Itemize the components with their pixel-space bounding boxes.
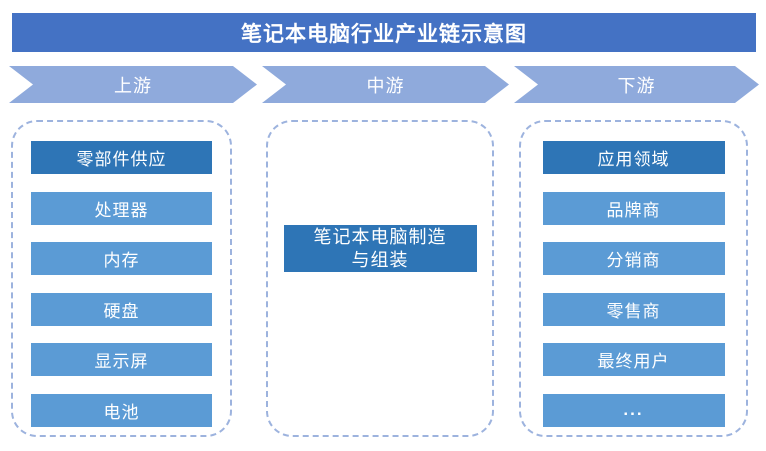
item-memory: 内存 — [31, 242, 212, 275]
midstream-panel: 笔记本电脑制造与组装 — [266, 120, 494, 437]
item-brand-vendor: 品牌商 — [542, 191, 725, 225]
item-processor: 处理器 — [31, 191, 212, 225]
item-retailer: 零售商 — [542, 292, 725, 326]
downstream-panel: 应用领域 品牌商 分销商 零售商 最终用户 ... — [519, 120, 748, 437]
item-end-user: 最终用户 — [542, 343, 725, 376]
stage-header-upstream-label: 上游 — [114, 75, 152, 96]
item-distributor: 分销商 — [542, 242, 725, 275]
stage-header-midstream-label: 中游 — [366, 75, 405, 96]
stage-header-downstream-label: 下游 — [617, 75, 656, 96]
item-battery: 电池 — [31, 393, 212, 427]
item-component-supply: 零部件供应 — [31, 141, 212, 174]
item-laptop-manufacturing-assembly: 笔记本电脑制造与组装 — [283, 225, 477, 272]
item-more-ellipsis: ... — [542, 393, 725, 427]
upstream-panel: 零部件供应 处理器 内存 硬盘 显示屏 电池 — [11, 120, 232, 437]
stage-header-midstream: 中游 — [262, 66, 509, 103]
item-application-field: 应用领域 — [542, 141, 725, 174]
item-hard-drive: 硬盘 — [31, 292, 212, 326]
stage-header-downstream: 下游 — [514, 66, 759, 103]
stage-header-upstream: 上游 — [9, 66, 257, 103]
diagram-title: 笔记本电脑行业产业链示意图 — [12, 13, 756, 52]
item-display-screen: 显示屏 — [31, 343, 212, 376]
